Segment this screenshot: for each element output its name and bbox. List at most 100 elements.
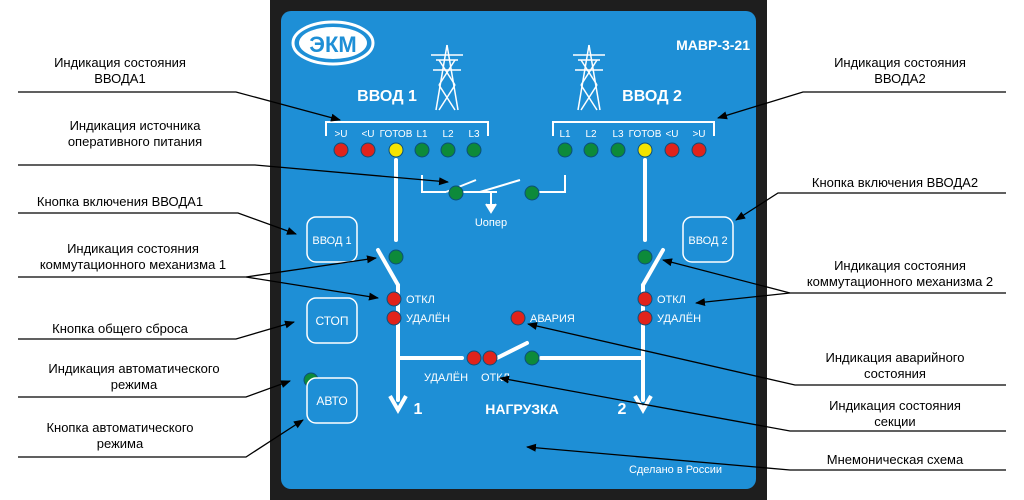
input2-button[interactable]: ВВОД 2 [682, 216, 734, 263]
input1-led-label: L3 [468, 129, 480, 140]
stop-button-label: СТОП [315, 314, 348, 328]
input1-led-label: >U [334, 129, 347, 140]
callout-alarm: Индикация аварийного состояния [790, 350, 1000, 382]
uoper-label: Uопер [475, 217, 507, 229]
callout-line: Индикация аварийного [825, 350, 965, 365]
callout-auto-indicator: Индикация автоматического режима [15, 361, 253, 393]
input1-l1-led [414, 142, 430, 158]
input2-overvoltage-led [691, 142, 707, 158]
alarm-label: АВАРИЯ [530, 313, 575, 325]
section-off-label: ОТКЛ [481, 372, 510, 384]
callout-line: режима [96, 436, 144, 451]
input1-led-label: ГОТОВ [380, 129, 413, 140]
callout-line: Кнопка включения ВВОДА2 [811, 175, 979, 190]
input2-led-group: L1 L2 L3 ГОТОВ <U >U [557, 129, 707, 158]
input2-led-label: L1 [559, 129, 571, 140]
input1-title: ВВОД 1 [357, 88, 417, 105]
mech1-removed-led [386, 310, 402, 326]
mech1-off-led [386, 291, 402, 307]
input1-overvoltage-led [333, 142, 349, 158]
callout-auto-button: Кнопка автоматического режима [15, 420, 225, 452]
mech2-off-led [637, 291, 653, 307]
section-removed-label: УДАЛЁН [424, 372, 468, 384]
auto-button-label: АВТО [316, 394, 347, 408]
mech2-off-label: ОТКЛ [657, 294, 686, 306]
callout-line: оперативного питания [67, 134, 203, 149]
uoper-led-2 [524, 185, 540, 201]
mech1-on-led [388, 249, 404, 265]
input2-led-label: L2 [585, 129, 597, 140]
callout-input1-status: Индикация состояния ВВОДА1 [15, 55, 225, 87]
mech2-on-led [637, 249, 653, 265]
alarm-led [510, 310, 526, 326]
input1-led-group: >U <U ГОТОВ L1 L2 L3 [333, 129, 482, 158]
input1-l2-led [440, 142, 456, 158]
callout-line: режима [110, 377, 158, 392]
callout-reset-button: Кнопка общего сброса [15, 321, 225, 337]
input2-led-label: >U [692, 129, 705, 140]
input1-bracket [325, 121, 489, 136]
callout-line: Индикация состояния [829, 398, 961, 413]
callout-line: состояния [864, 366, 926, 381]
uoper-switch [421, 175, 566, 214]
input2-l2-led [583, 142, 599, 158]
callout-mech1-status: Индикация состояния коммутационного меха… [15, 241, 251, 273]
power-tower-icon-1 [431, 44, 463, 111]
callout-line: Индикация состояния [834, 258, 966, 273]
mech2-removed-label: УДАЛЁН [657, 313, 701, 325]
load-number-2: 2 [618, 401, 627, 418]
callout-mnemonic: Мнемоническая схема [790, 452, 1000, 468]
callout-line: коммутационного механизма 1 [39, 257, 227, 272]
callout-input2-status: Индикация состояния ВВОДА2 [800, 55, 1000, 87]
input2-title: ВВОД 2 [622, 88, 682, 105]
input1-l3-led [466, 142, 482, 158]
callout-line: Индикация автоматического [48, 361, 220, 376]
input2-l1-led [557, 142, 573, 158]
power-tower-icon-2 [573, 44, 605, 111]
section-on-led [524, 350, 540, 366]
uoper-led-1 [448, 185, 464, 201]
callout-line: Индикация состояния [67, 241, 199, 256]
load-label: НАГРУЗКА [485, 401, 558, 417]
input2-bracket [552, 121, 715, 136]
callout-line: Мнемоническая схема [826, 452, 964, 467]
callout-line: Индикация состояния [834, 55, 966, 70]
callout-line: Кнопка автоматического [46, 420, 194, 435]
logo-text: ЭКМ [309, 32, 356, 57]
callout-input2-button: Кнопка включения ВВОДА2 [790, 175, 1000, 191]
made-in-label: Сделано в России [629, 464, 722, 476]
model-label: МАВР-3-21 [676, 37, 750, 53]
input2-l3-led [610, 142, 626, 158]
input1-undervoltage-led [360, 142, 376, 158]
callout-line: Индикация источника [69, 118, 201, 133]
callout-leaders [18, 91, 1006, 471]
callout-line: Кнопка общего сброса [52, 321, 188, 336]
callout-line: коммутационного механизма 2 [806, 274, 994, 289]
input2-button-label: ВВОД 2 [688, 235, 727, 247]
auto-button[interactable]: АВТО [306, 377, 358, 424]
input1-button[interactable]: ВВОД 1 [306, 216, 358, 263]
section-off-led [482, 350, 498, 366]
stop-button[interactable]: СТОП [306, 297, 358, 344]
callout-line: Индикация состояния [54, 55, 186, 70]
load-number-1: 1 [414, 401, 423, 418]
ekm-logo: ЭКМ [291, 20, 375, 66]
input2-led-label: <U [665, 129, 678, 140]
input1-button-label: ВВОД 1 [312, 235, 351, 247]
callout-input1-button: Кнопка включения ВВОДА1 [15, 194, 225, 210]
callout-line: Кнопка включения ВВОДА1 [36, 194, 204, 209]
callout-section: Индикация состояния секции [790, 398, 1000, 430]
callout-line: секции [874, 414, 916, 429]
callout-line: ВВОДА2 [874, 71, 926, 86]
load-arrow-2 [633, 395, 653, 415]
callout-mech2-status: Индикация состояния коммутационного меха… [785, 258, 1015, 290]
mech1-removed-label: УДАЛЁН [406, 313, 450, 325]
input1-led-label: L2 [442, 129, 454, 140]
callout-line: ВВОДА1 [94, 71, 146, 86]
mech2-removed-led [637, 310, 653, 326]
load-arrow-1 [388, 395, 408, 415]
input2-ready-led [637, 142, 653, 158]
input1-ready-led [388, 142, 404, 158]
input2-led-label: L3 [612, 129, 624, 140]
